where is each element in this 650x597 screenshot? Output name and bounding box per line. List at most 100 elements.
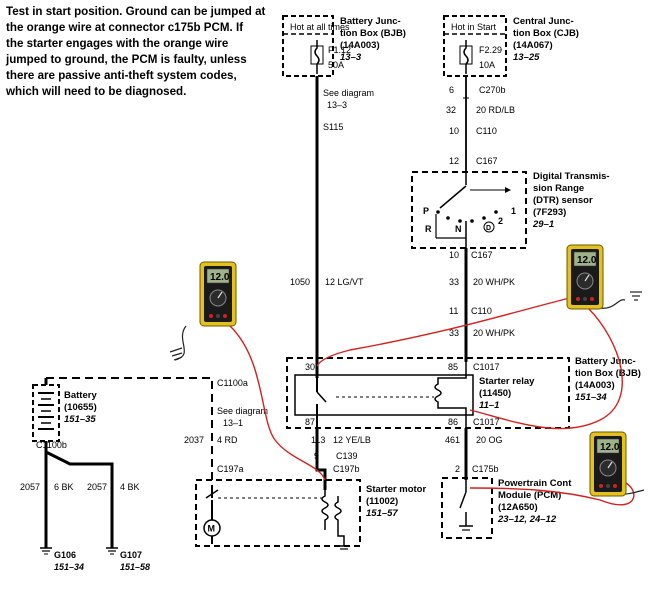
dtr-title: (DTR) sensor [533, 195, 593, 206]
bjb-ref: 13–3 [340, 52, 362, 63]
connector-label: C167 [471, 250, 493, 260]
dtr-pos-d: D [486, 225, 491, 232]
wire-color-label: 6 BK [54, 482, 74, 492]
pcm-box [441, 477, 493, 539]
relay-pin-87: 87 [305, 417, 315, 427]
pin-number: 6 [449, 85, 454, 95]
connector-label: C175b [472, 464, 499, 474]
cjb-hot-label: Hot in Start [451, 22, 497, 32]
circuit-number: 1050 [290, 277, 310, 287]
pin-number: 2 [455, 464, 460, 474]
note-line: Test in start position. Ground can be ju… [6, 5, 266, 18]
pin-number: 11 [449, 306, 458, 316]
dtr-sensor-box: P R N D 2 1 [411, 171, 527, 249]
ground-icon [169, 347, 183, 361]
pin-number: 10 [449, 250, 459, 260]
wire-color-label: 4 BK [120, 482, 140, 492]
relay-pin-30: 30 [305, 362, 315, 372]
ground-icon [40, 547, 52, 555]
wire-4-rd [46, 377, 213, 486]
cjb-fuse-box: Hot in Start F2.29 10A [443, 15, 507, 77]
wire-color-label: 20 WH/PK [473, 328, 515, 338]
meter-reading: 12.0 [577, 255, 597, 266]
wire-color-label: 20 RD/LB [476, 105, 515, 115]
connector-label: C110 [476, 126, 497, 136]
ground-icon [630, 291, 642, 301]
dtr-ref: 29–1 [532, 219, 554, 230]
note-line: which will need to be diagnosed. [6, 85, 187, 98]
relay-part: (11450) [479, 388, 511, 399]
relay-pin-86: 86 [448, 417, 458, 427]
dtr-pos-1: 1 [511, 206, 516, 216]
dtr-part: (7F293) [533, 207, 566, 218]
cjb-part: (14A067) [513, 40, 553, 51]
note-line: there are passive anti-theft system code… [6, 69, 237, 82]
pcm-title: Powertrain Cont [498, 478, 572, 489]
note-line: the starter engages with the orange wire [6, 37, 229, 50]
bjb-title: Battery Junc- [340, 16, 401, 27]
connector-label: C197a [217, 464, 244, 474]
dtr-pos-n: N [455, 224, 462, 234]
connector-label: C1100a [217, 378, 248, 388]
ground-ref: 151–58 [120, 562, 150, 572]
note-line: the orange wire at connector c175b PCM. … [6, 21, 244, 34]
connector-label: C110 [471, 306, 492, 316]
starter-part: (11002) [366, 496, 398, 507]
relay-ref: 11–1 [479, 400, 499, 411]
meter-reading: 12.0 [210, 272, 230, 283]
see-diagram-ref: 13–1 [223, 418, 243, 428]
circuit-number: 33 [449, 277, 459, 287]
cjb-ref: 13–25 [513, 52, 540, 63]
cjb-title: tion Box (CJB) [513, 28, 579, 39]
relay-pin-85: 85 [448, 362, 458, 372]
dtr-title: sion Range [533, 183, 584, 194]
circuit-number: 461 [445, 435, 460, 445]
relay-connector: C1017 [473, 362, 500, 372]
pcm-part: (12A650) [498, 502, 538, 513]
dtr-pos-r: R [425, 224, 432, 234]
bjb-hot-label: Hot at all times [290, 22, 350, 32]
probe-leads [229, 297, 635, 506]
bjb-title: tion Box (BJB) [340, 28, 406, 39]
starter-relay-box [286, 357, 570, 429]
relay-bjb-title: tion Box (BJB) [575, 368, 641, 379]
circuit-number: 2057 [20, 482, 40, 492]
battery-box [32, 378, 60, 452]
connector-label: C197b [333, 464, 360, 474]
ground-label: G106 [54, 550, 76, 560]
battery-title: Battery [64, 390, 97, 401]
circuit-number: 113 [311, 435, 325, 445]
cjb-fuse-amps: 10A [479, 60, 495, 70]
fuse-symbol-icon [310, 45, 324, 65]
multimeter-icon: 12.0 [589, 431, 627, 497]
wire-color-label: 20 OG [476, 435, 503, 445]
circuit-number: 2057 [87, 482, 107, 492]
fuse-symbol-icon [459, 45, 473, 65]
relay-bjb-ref: 151–34 [575, 392, 607, 403]
note-line: jumped to ground, the PCM is faulty, unl… [6, 53, 247, 66]
bjb-fuse-amps: 50A [328, 60, 344, 70]
circuit-number: 32 [446, 105, 456, 115]
meter-reading: 12.0 [600, 442, 620, 453]
battery-connector: C1100b [36, 440, 67, 450]
starter-title: Starter motor [366, 484, 426, 495]
pin-number: 9 [314, 451, 319, 461]
motor-symbol: M [208, 524, 216, 534]
dtr-title: Digital Transmis- [533, 171, 610, 182]
relay-connector: C1017 [473, 417, 500, 427]
wire-color-label: 4 RD [217, 435, 238, 445]
see-diagram-label: See diagram [217, 406, 268, 416]
wire-color-label: 12 LG/VT [325, 277, 364, 287]
connector-label: C270b [479, 85, 506, 95]
dtr-pos-p: P [423, 206, 429, 216]
multimeter-icon: 12.0 [199, 261, 237, 327]
diagnostic-note: Test in start position. Ground can be ju… [6, 4, 276, 100]
wire-color-label: 12 YE/LB [333, 435, 371, 445]
drive-position-icon [483, 221, 495, 233]
relay-bjb-title: Battery Junc- [575, 356, 636, 367]
ground-label: G107 [120, 550, 142, 560]
bjb-part: (14A003) [340, 40, 380, 51]
dtr-pos-2: 2 [498, 216, 503, 226]
ground-ref: 151–34 [54, 562, 84, 572]
